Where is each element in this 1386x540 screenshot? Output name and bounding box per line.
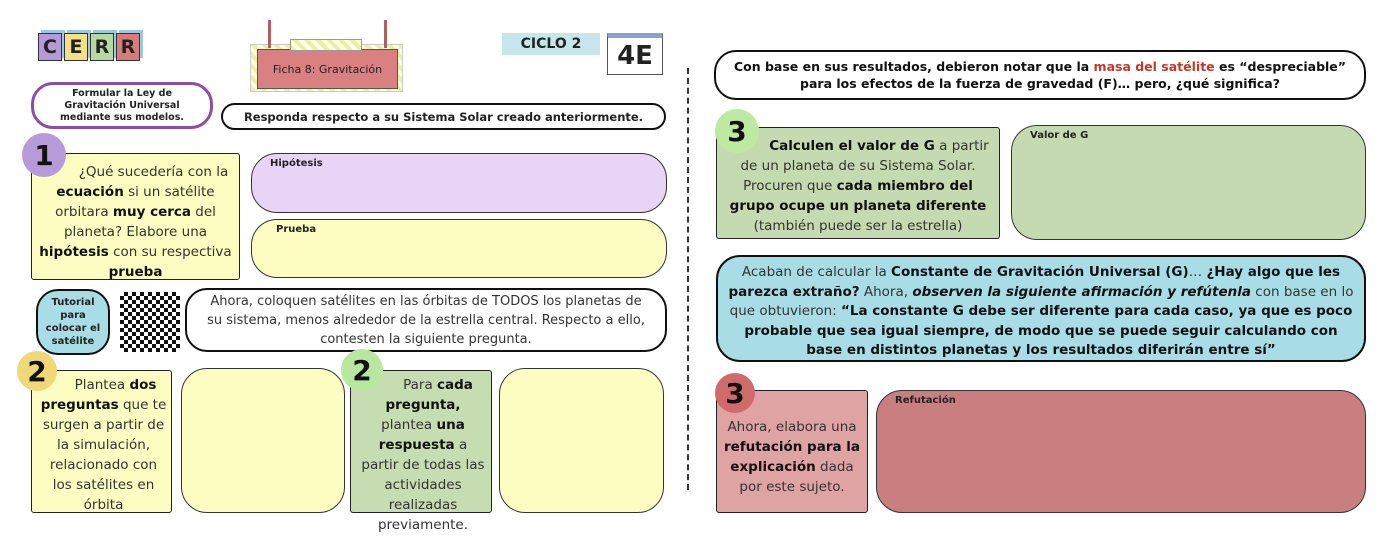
valor-g-label: Valor de G [1030, 130, 1089, 141]
text-segment: si un satélite orbitara [55, 184, 215, 220]
text-segment: Plantea [74, 377, 130, 393]
text-segment: cada miembro del grupo ocupe un planeta … [729, 178, 987, 214]
text-segment: muy cerca [112, 204, 191, 220]
question-3a-box: Calculen el valor de G a partir de un pl… [716, 127, 1000, 239]
hanger-right [384, 20, 387, 48]
text-segment: prueba [108, 264, 163, 280]
ciclo-label: CICLO 2 [502, 33, 600, 55]
question-2b-box: Para cada pregunta, plantea una respuest… [350, 370, 492, 533]
ficha-stripe [290, 39, 362, 51]
statement-text: Acaban de calcular la Constante de Gravi… [729, 264, 1354, 358]
text-segment: con su respectiva [108, 244, 232, 260]
text-segment: Con base en sus resultados, debieron not… [733, 59, 1094, 74]
text-segment: Para [403, 377, 438, 393]
step-3b-badge: 3 [715, 373, 755, 413]
step-3a-badge: 3 [715, 109, 759, 153]
refutacion-label: Refutación [895, 395, 956, 406]
text-segment: cada pregunta, [385, 377, 473, 413]
question-3a-text: Calculen el valor de G a partir de un pl… [730, 138, 989, 234]
text-segment: observen la siguiente afirmación y refút… [912, 283, 1252, 300]
text-segment: una respuesta [378, 417, 465, 453]
question-2a-box: Plantea dos preguntas que te surgen a pa… [31, 370, 172, 513]
text-segment: del planeta? Elabore una [63, 204, 216, 240]
question-3b-text: Ahora, elabora una refutación para la ex… [724, 419, 860, 495]
hanger-left [268, 20, 271, 48]
text-segment: ¿Qué sucedería con la [78, 164, 229, 180]
refutacion-field[interactable]: Refutación [876, 390, 1366, 513]
statement-box: Acaban de calcular la Constante de Gravi… [716, 255, 1366, 362]
objective-pill: Formular la Ley de Gravitación Universal… [31, 82, 213, 129]
hipotesis-field[interactable]: Hipótesis [251, 153, 667, 213]
divider [687, 68, 689, 490]
text-segment: “La constante G debe ser diferente para … [744, 303, 1353, 358]
logo-letter: R [116, 33, 140, 61]
text-segment: … [1188, 264, 1207, 280]
question-1-box: ¿Qué sucedería con la ecuación si un sat… [31, 153, 240, 280]
text-segment: masa del satélite [1093, 59, 1215, 74]
step-1-badge: 1 [22, 133, 66, 177]
hipotesis-label: Hipótesis [270, 158, 323, 169]
text-segment: (también puede ser la estrella) [753, 218, 963, 234]
instruction-pill: Responda respecto a su Sistema Solar cre… [221, 103, 666, 130]
step-2b-badge: 2 [341, 349, 383, 391]
answer-2b-field[interactable] [499, 368, 664, 513]
text-segment: Constante de Gravitación Universal (G) [891, 264, 1189, 280]
prueba-field[interactable]: Prueba [251, 219, 667, 278]
valor-g-field[interactable]: Valor de G [1011, 125, 1366, 240]
logo-letter: C [38, 33, 62, 61]
text-segment: ecuación [56, 184, 124, 200]
logo-letter: E [64, 33, 88, 61]
question-2b-text: Para cada pregunta, plantea una respuest… [361, 377, 484, 533]
tutorial-link[interactable]: Tutorial para colocar el satélite [36, 289, 110, 355]
text-segment: a partir de un planeta de su Sistema Sol… [740, 138, 989, 194]
qr-code[interactable] [120, 292, 180, 352]
text-segment: Ahora, [859, 283, 913, 300]
answer-2a-field[interactable] [181, 368, 345, 513]
text-segment: con base en lo que obtuvieron: [729, 283, 1354, 320]
text-segment: es “despreciable” para los efectos de la… [800, 59, 1347, 91]
text-segment: plantea [381, 417, 437, 433]
logo-letter: R [90, 33, 114, 61]
ficha-title: Ficha 8: Gravitación [257, 49, 398, 89]
text-segment: ¿Hay algo que les parezca extraño? [728, 264, 1341, 300]
grade-badge: 4E [607, 33, 663, 75]
step-2a-badge: 2 [17, 351, 57, 391]
text-segment: Calculen el valor de G [769, 138, 935, 154]
text-segment: a partir de todas las actividades realiz… [361, 437, 485, 533]
intro-pill: Con base en sus resultados, debieron not… [714, 50, 1366, 100]
ahora-pill: Ahora, coloquen satélites en las órbitas… [185, 288, 667, 352]
text-segment: refutación para la explicación [723, 439, 861, 475]
ficha-sign: Ficha 8: Gravitación [250, 44, 403, 92]
text-segment: Ahora, elabora una [727, 419, 857, 435]
question-1-text: ¿Qué sucedería con la ecuación si un sat… [39, 164, 231, 280]
text-segment: Acaban de calcular la [741, 264, 892, 280]
text-segment: dada por este sujeto. [739, 459, 854, 495]
intro-text: Con base en sus resultados, debieron not… [732, 58, 1348, 92]
prueba-label: Prueba [276, 224, 317, 235]
question-2a-text: Plantea dos preguntas que te surgen a pa… [41, 377, 167, 513]
text-segment: dos preguntas [40, 377, 157, 413]
text-segment: hipótesis [39, 244, 109, 260]
text-segment: que te surgen a partir de la simulación,… [42, 397, 167, 513]
